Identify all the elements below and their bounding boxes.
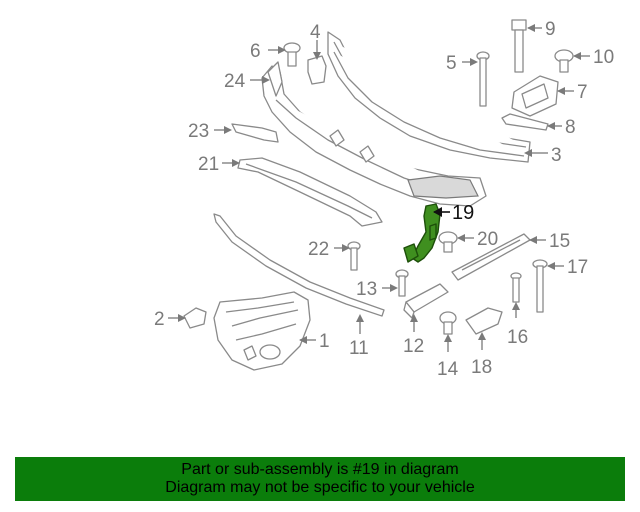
callout-2: 2 [154,309,165,330]
part-11-lower-strip [213,213,385,317]
part-23-bracket [231,123,279,143]
callout-20: 20 [477,229,498,250]
callout-13: 13 [356,279,377,300]
callout-15: 15 [549,231,570,252]
part-6-clip [283,42,301,67]
callout-8: 8 [565,117,576,138]
part-16-bolt [510,272,522,303]
info-banner: Part or sub-assembly is #19 in diagram D… [15,457,625,501]
part-24-impact-bar [261,61,487,207]
part-5-bolt [476,51,490,107]
callout-18: 18 [471,357,492,378]
callout-11: 11 [349,338,369,359]
callout-6: 6 [250,41,261,62]
part-18-plate [465,307,503,335]
callout-19: 19 [452,202,474,224]
parts-diagram: 3 24 4 6 5 9 10 [154,19,614,380]
part-20-nut [438,231,458,253]
leader-arrowheads [178,24,581,344]
part-12-block [403,283,449,319]
part-1-lower-bracket [213,291,311,371]
part-21-absorber [237,157,383,227]
callout-21: 21 [198,154,219,175]
callout-9: 9 [545,19,556,40]
banner-line-1: Part or sub-assembly is #19 in diagram [181,461,459,478]
part-8-strip [501,113,549,131]
part-17-bolt [532,259,548,313]
part-9-bolt [511,19,527,73]
callout-23: 23 [188,121,209,142]
callout-3: 3 [551,145,562,166]
callout-24: 24 [224,71,246,92]
leader-19-arrowhead [433,207,442,217]
callout-7: 7 [577,82,588,103]
part-22-bolt [347,241,361,271]
callout-16: 16 [507,327,528,348]
part-13-bolt [395,269,409,297]
part-10-nut [554,49,574,73]
callout-5: 5 [446,53,457,74]
callout-1: 1 [319,331,330,352]
callout-17: 17 [567,257,588,278]
callout-22: 22 [308,239,329,260]
callout-14: 14 [437,359,459,380]
part-4-bracket [307,55,327,85]
part-3-reinforcement-bar [327,31,531,163]
callout-4: 4 [310,22,321,43]
callout-10: 10 [593,47,614,68]
part-2-clip [183,307,207,329]
part-14-fastener [439,311,457,335]
part-7-bracket [511,75,559,117]
callout-12: 12 [403,336,424,357]
banner-line-2: Diagram may not be specific to your vehi… [165,479,475,496]
